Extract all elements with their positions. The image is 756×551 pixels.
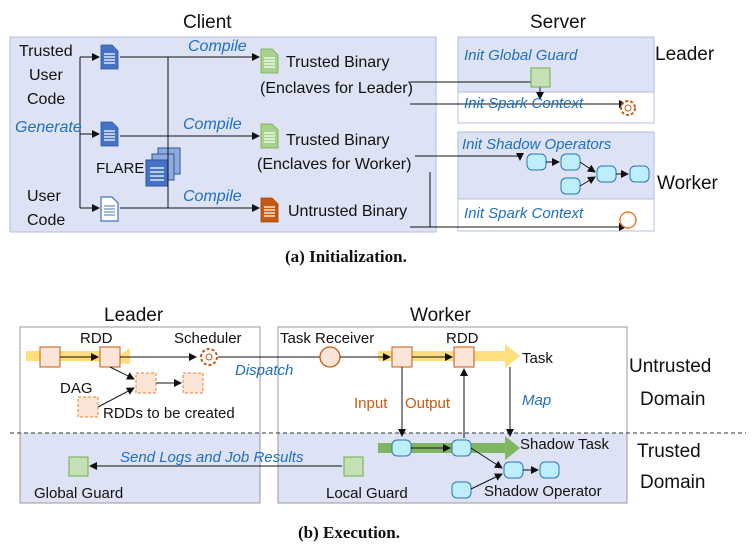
input-label: Input xyxy=(354,395,388,412)
user-code-doc-icon xyxy=(100,196,119,222)
output-label: Output xyxy=(405,395,451,412)
shadow-op-2 xyxy=(451,439,472,457)
trusted-binary-leader-line2: (Enclaves for Leader) xyxy=(260,80,413,97)
map-label: Map xyxy=(522,392,552,409)
shadow-operator-label: Shadow Operator xyxy=(484,483,602,500)
global-guard-label: Global Guard xyxy=(34,485,124,502)
gear-icon xyxy=(620,100,636,116)
worker-rdd-1 xyxy=(391,346,413,368)
trusted-user-code-line2: User xyxy=(29,67,63,84)
global-guard-init xyxy=(530,67,551,88)
compile-label-3: Compile xyxy=(183,188,242,205)
trusted-binary-leader-icon xyxy=(260,48,279,74)
worker-side-label: Worker xyxy=(657,173,718,194)
leader-rdd-1 xyxy=(39,346,61,368)
untrusted-domain-line1: Untrusted xyxy=(629,356,712,377)
init-shadow-operators-label: Init Shadow Operators xyxy=(462,136,612,153)
exec-leader-trusted xyxy=(20,433,260,503)
shadow-op-4 xyxy=(539,461,560,479)
untrusted-binary-label: Untrusted Binary xyxy=(288,203,408,220)
user-code-line1: User xyxy=(27,188,61,205)
init-global-guard-label: Init Global Guard xyxy=(464,47,578,64)
trusted-domain-line2: Domain xyxy=(640,472,706,493)
client-title: Client xyxy=(183,12,232,33)
leader-rdd-label: RDD xyxy=(80,330,113,347)
scheduler-label: Scheduler xyxy=(174,330,242,347)
worker-context-node xyxy=(619,211,637,229)
worker-rdd-2 xyxy=(453,346,475,368)
shadow-op-1 xyxy=(391,439,412,457)
dag-rdd-1 xyxy=(135,372,157,394)
global-guard-node xyxy=(68,456,89,477)
shadow-operators-init xyxy=(526,153,650,195)
shadow-task-label: Shadow Task xyxy=(520,436,609,453)
server-title: Server xyxy=(530,12,586,33)
generated-code-doc-icon xyxy=(100,121,119,147)
caption-initialization: (a) Initialization. xyxy=(285,247,407,266)
send-logs-label: Send Logs and Job Results xyxy=(120,449,304,466)
trusted-binary-worker-line2: (Enclaves for Worker) xyxy=(257,156,412,173)
caption-execution: (b) Execution. xyxy=(298,523,400,542)
task-label: Task xyxy=(522,350,553,367)
exec-worker-title: Worker xyxy=(410,305,471,326)
shadow-op-5 xyxy=(451,481,472,499)
dag-label: DAG xyxy=(60,380,93,397)
compile-label-2: Compile xyxy=(183,116,242,133)
untrusted-domain-line2: Domain xyxy=(640,389,706,410)
trusted-code-doc-icon xyxy=(100,44,119,70)
generate-label: Generate xyxy=(15,119,82,136)
worker-rdd-label: RDD xyxy=(446,330,479,347)
rdds-to-be-created-label: RDDs to be created xyxy=(103,405,235,422)
scheduler-gear-icon xyxy=(200,348,218,366)
trusted-user-code-line3: Code xyxy=(27,91,66,108)
exec-leader-title: Leader xyxy=(104,305,164,326)
leader-side-label: Leader xyxy=(655,44,715,65)
trusted-binary-leader-line1: Trusted Binary xyxy=(286,54,390,71)
trusted-domain-line1: Trusted xyxy=(637,441,701,462)
task-receiver-node xyxy=(319,346,341,368)
task-receiver-label: Task Receiver xyxy=(280,330,375,347)
trusted-binary-worker-icon xyxy=(260,123,279,149)
user-code-line2: Code xyxy=(27,212,66,229)
shadow-op-3 xyxy=(503,461,524,479)
init-spark-context-worker-label: Init Spark Context xyxy=(464,205,584,222)
init-spark-context-leader-label: Init Spark Context xyxy=(464,95,584,112)
local-guard-node xyxy=(343,456,364,477)
trusted-binary-worker-line1: Trusted Binary xyxy=(286,132,390,149)
local-guard-label: Local Guard xyxy=(326,485,408,502)
leader-rdd-2 xyxy=(99,346,121,368)
dispatch-label: Dispatch xyxy=(235,362,294,379)
flare-label: FLARE xyxy=(96,160,145,177)
dag-rdd-3 xyxy=(77,396,99,418)
untrusted-binary-icon xyxy=(260,197,279,223)
trusted-user-code-line1: Trusted xyxy=(19,43,73,60)
dag-rdd-2 xyxy=(182,372,204,394)
compile-label-1: Compile xyxy=(188,38,247,55)
